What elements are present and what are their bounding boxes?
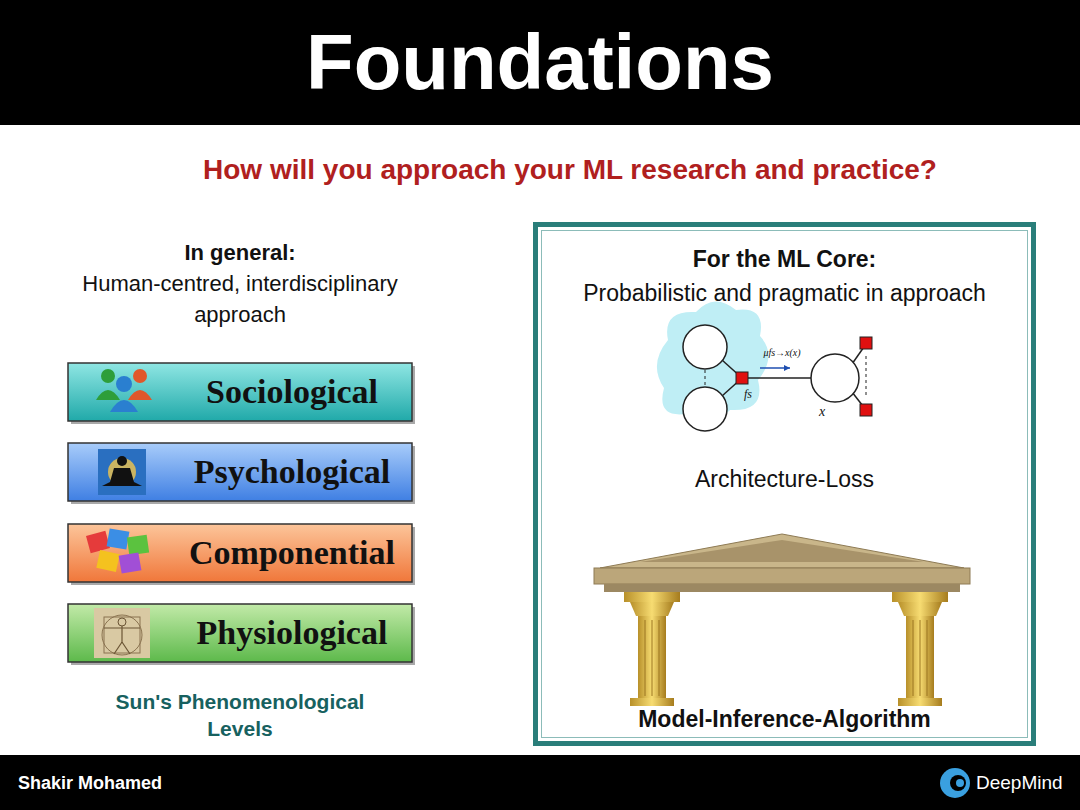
level-box: Componential — [68, 524, 412, 582]
core-text: Model-Inference-Algorithm — [538, 705, 1031, 733]
section-heading: In general: — [60, 238, 420, 268]
factor-label: fs — [744, 387, 768, 401]
level-box: Sociological — [68, 363, 412, 421]
footer-bar — [0, 755, 1080, 810]
title-bar — [0, 0, 1080, 125]
level-name: Componential — [178, 524, 406, 582]
level-name: Psychological — [178, 443, 406, 501]
level-boxes — [68, 363, 412, 662]
level-name: Physiological — [178, 604, 406, 662]
core-frame: For the ML Core: Probabilistic and pragma… — [533, 222, 1036, 746]
subtitle: How will you approach your ML research a… — [120, 150, 1020, 190]
source-caption: Sun's Phenomenological Levels — [80, 688, 400, 742]
message-label: μfs→x(x) — [752, 346, 812, 360]
core-text: Probabilistic and pragmatic in approach — [538, 279, 1031, 307]
vitruvian-icon — [94, 608, 150, 658]
slide-title: Foundations — [0, 14, 1080, 110]
level-name: Sociological — [178, 363, 406, 421]
core-text: For the ML Core: — [538, 245, 1031, 273]
variable-label: x — [812, 404, 832, 420]
factor-graph — [657, 301, 872, 431]
people-icon — [96, 369, 152, 412]
logo-text: DeepMind — [976, 770, 1076, 796]
meditation-icon — [98, 449, 146, 495]
author-name: Shakir Mohamed — [18, 770, 278, 796]
level-box: Psychological — [68, 443, 412, 501]
level-box: Physiological — [68, 604, 412, 662]
deepmind-logo — [940, 768, 970, 798]
temple-illustration — [594, 534, 970, 706]
section-text: Human-centred, interdisciplinary approac… — [80, 268, 400, 330]
core-text: Architecture-Loss — [538, 465, 1031, 493]
puzzle-icon — [86, 528, 149, 573]
